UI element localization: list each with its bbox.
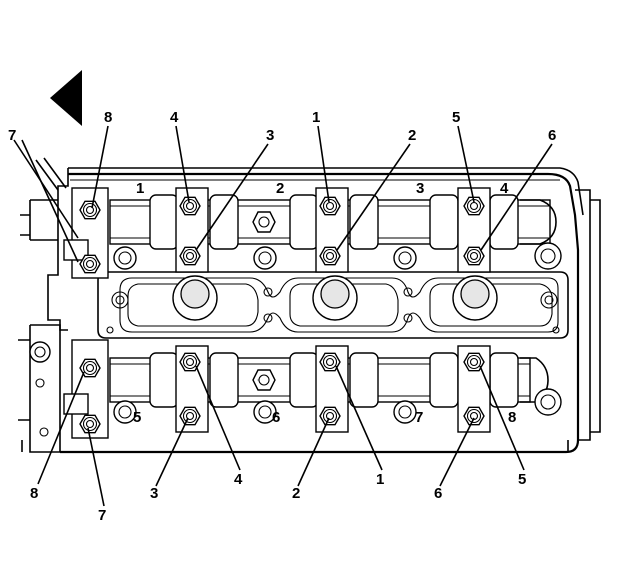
cap-bolt bbox=[79, 414, 101, 434]
callout-top-8: 8 bbox=[104, 109, 112, 126]
cap-bolt bbox=[463, 406, 485, 426]
callout-bottom-1: 1 bbox=[376, 471, 384, 488]
top-cap-number-4: 4 bbox=[500, 180, 509, 197]
top-cap-number-2: 2 bbox=[276, 180, 284, 197]
cap-bolt bbox=[79, 200, 101, 220]
callout-top-4: 4 bbox=[170, 109, 179, 126]
bottom-cap-number-6: 6 bbox=[272, 409, 280, 426]
cap-bolt bbox=[319, 246, 341, 266]
cap-bolt bbox=[79, 358, 101, 378]
callout-top-2: 2 bbox=[408, 127, 416, 144]
callout-bottom-5: 5 bbox=[518, 471, 526, 488]
cap-bolt bbox=[463, 352, 485, 372]
callout-top-5: 5 bbox=[452, 109, 460, 126]
cap-bolt bbox=[179, 246, 201, 266]
cap-bolt bbox=[319, 352, 341, 372]
callout-bottom-7: 7 bbox=[98, 507, 106, 524]
head-gasket-area bbox=[97, 271, 569, 339]
top-cap-number-1: 1 bbox=[136, 180, 144, 197]
cap-bolt bbox=[319, 196, 341, 216]
bottom-cap-number-7: 7 bbox=[415, 409, 423, 426]
cap-bolt bbox=[179, 406, 201, 426]
cap-bolt bbox=[179, 196, 201, 216]
callout-bottom-6: 6 bbox=[434, 485, 442, 502]
callout-top-6: 6 bbox=[548, 127, 556, 144]
bottom-cap-number-5: 5 bbox=[133, 409, 141, 426]
top-cap-number-3: 3 bbox=[416, 180, 424, 197]
callout-bottom-2: 2 bbox=[292, 485, 300, 502]
cap-bolts bbox=[79, 196, 485, 434]
cap-bolt bbox=[179, 352, 201, 372]
callout-bottom-8: 8 bbox=[30, 485, 38, 502]
arrow-left-icon bbox=[50, 70, 82, 126]
callout-top-3: 3 bbox=[266, 127, 274, 144]
cap-bolt bbox=[319, 406, 341, 426]
callout-bottom-4: 4 bbox=[234, 471, 243, 488]
cap-sequence-numbers: 1 2 3 4 5 6 7 8 bbox=[133, 180, 516, 426]
callout-labels: 7 8 4 3 1 2 5 6 8 7 3 4 2 1 6 5 bbox=[8, 109, 556, 524]
cylinder-head-outline bbox=[18, 157, 601, 454]
callout-top-7: 7 bbox=[8, 127, 16, 144]
callout-top-1: 1 bbox=[312, 109, 320, 126]
cap-bolt bbox=[79, 254, 101, 274]
head-bolts bbox=[29, 242, 562, 437]
cap-bolt bbox=[463, 246, 485, 266]
callout-bottom-3: 3 bbox=[150, 485, 158, 502]
leader-lines bbox=[13, 125, 553, 507]
bottom-cap-number-8: 8 bbox=[508, 409, 516, 426]
